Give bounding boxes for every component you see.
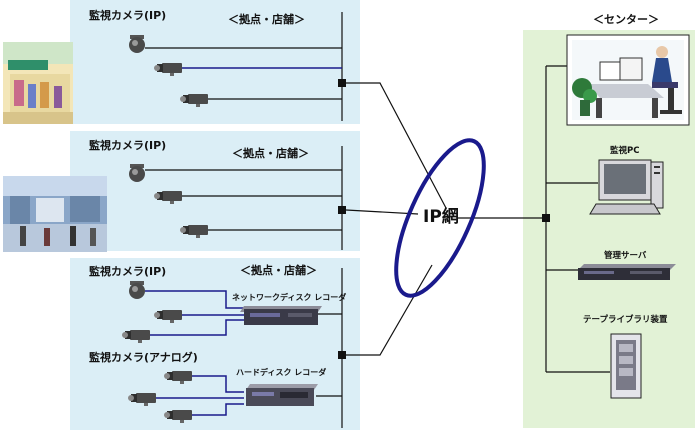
dome-camera-icon-1 (129, 35, 145, 53)
hall-interior-image-2 (3, 176, 107, 252)
shop-interior-image-1 (3, 42, 73, 124)
site-2-camera-label: 監視カメラ(IP) (89, 139, 167, 152)
monitoring-pc-label: 監視PC (610, 146, 640, 156)
box-camera-icon-2a (154, 191, 182, 204)
analog-camera-icon-a (164, 371, 192, 384)
site-3-wiring (145, 268, 346, 428)
site-3-location-label: ＜拠点・店舗＞ (240, 264, 317, 277)
management-server-icon (578, 264, 676, 280)
network-disk-recorder-icon (240, 306, 322, 325)
monitoring-pc-icon (589, 159, 664, 215)
box-camera-icon-1a (154, 63, 182, 76)
dome-camera-icon-3 (129, 281, 145, 299)
site-panel-1 (70, 0, 360, 124)
box-camera-icon-2b (180, 225, 208, 238)
operator-desk-icon (566, 34, 690, 126)
analog-camera-icon-c (164, 410, 192, 423)
tape-library-icon (610, 333, 642, 399)
management-server-label: 管理サーバ (604, 251, 647, 261)
center-wiring (542, 65, 610, 373)
box-camera-icon-3a (154, 310, 182, 323)
network-disk-recorder-label: ネットワークディスク レコーダ (232, 293, 347, 302)
analog-camera-icon-b (128, 393, 156, 406)
site-2-wiring (145, 146, 346, 250)
site-1-location-label: ＜拠点・店舗＞ (228, 13, 305, 26)
ip-network-label: IP網 (423, 207, 459, 227)
site-1-camera-label: 監視カメラ(IP) (89, 9, 167, 22)
box-camera-icon-1b (180, 94, 208, 107)
box-camera-icon-3b (122, 330, 150, 343)
center-label: ＜センター＞ (593, 13, 659, 26)
site-2-location-label: ＜拠点・店舗＞ (232, 147, 309, 160)
hdd-recorder-label: ハードディスク レコーダ (236, 368, 327, 377)
site-3-camera-label: 監視カメラ(IP) (89, 265, 167, 278)
tape-library-label: テープライブラリ装置 (583, 315, 668, 325)
hdd-recorder-icon (246, 384, 318, 406)
site-1-wiring (145, 12, 346, 121)
ip-network-ellipse (394, 138, 486, 298)
site-panel-2 (70, 131, 360, 251)
analog-camera-label: 監視カメラ(アナログ) (89, 351, 198, 364)
dome-camera-icon-2 (129, 164, 145, 182)
